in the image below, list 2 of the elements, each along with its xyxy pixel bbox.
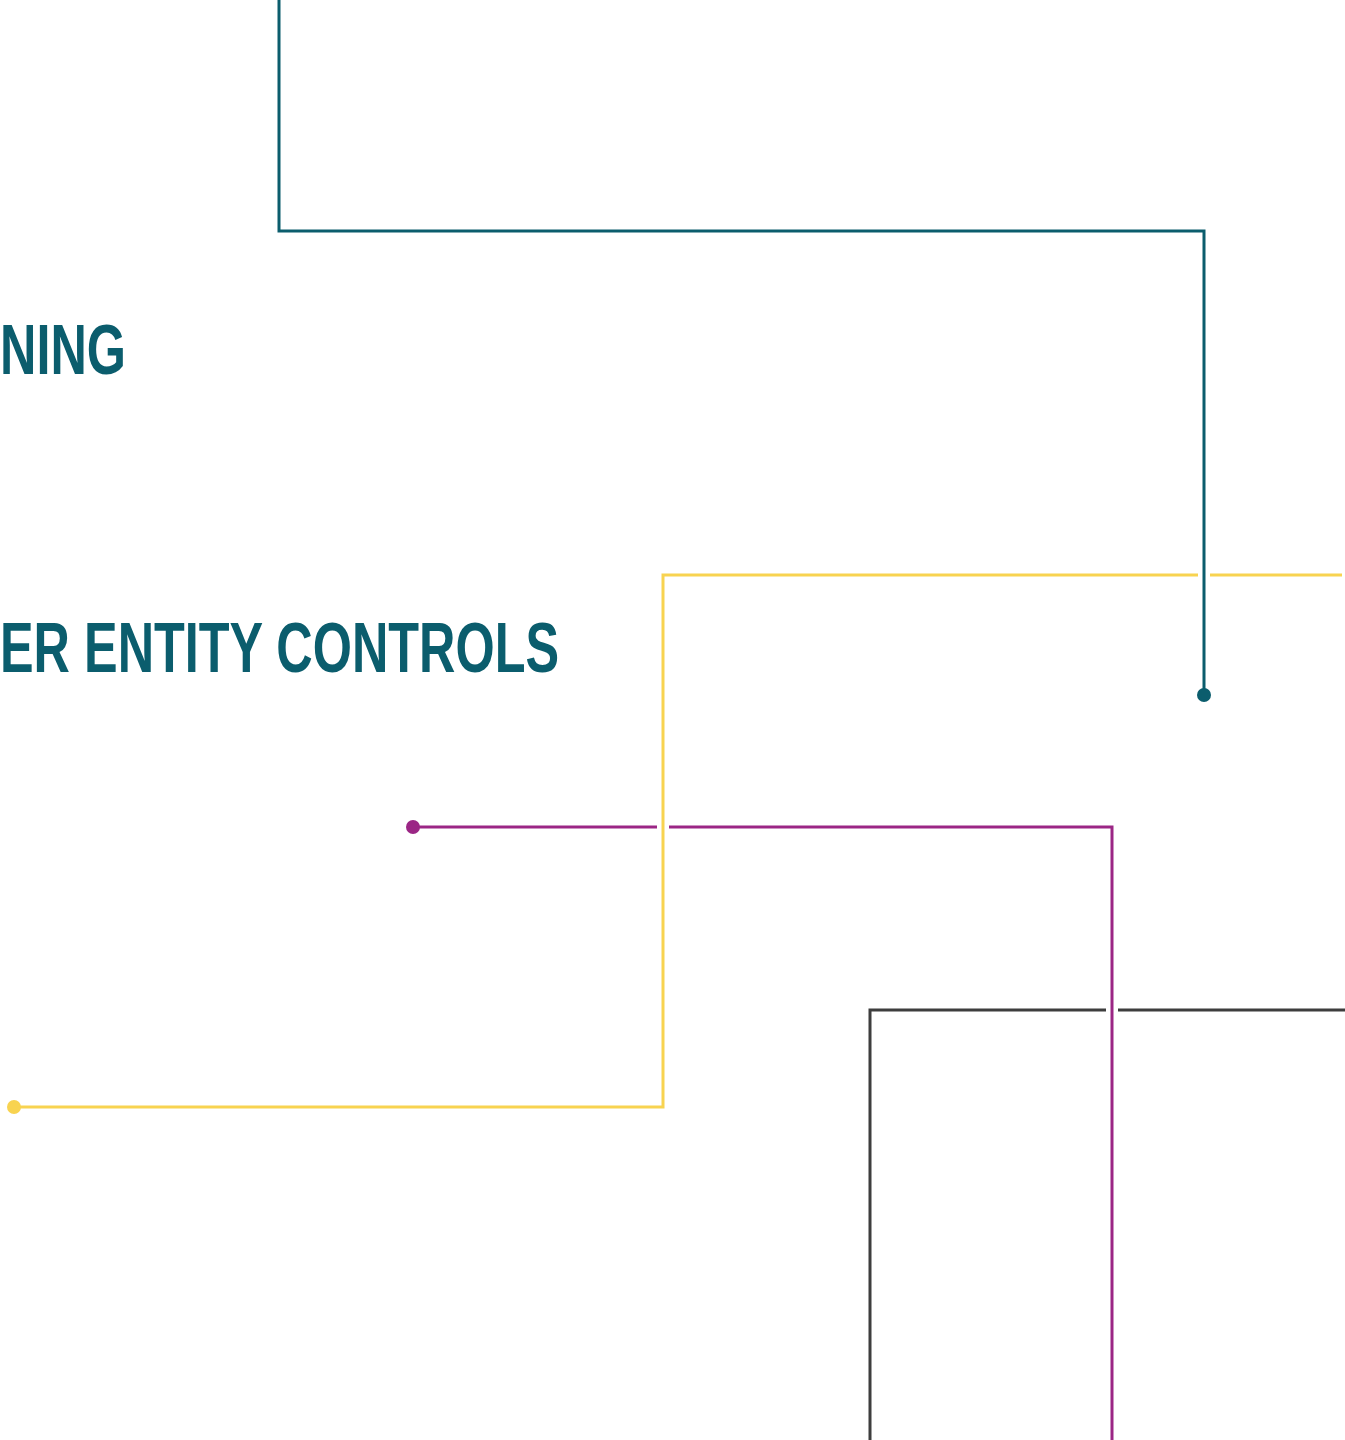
- heading-text: ER ENTITY CONTROLS: [0, 613, 560, 683]
- heading-text: NING: [0, 315, 126, 385]
